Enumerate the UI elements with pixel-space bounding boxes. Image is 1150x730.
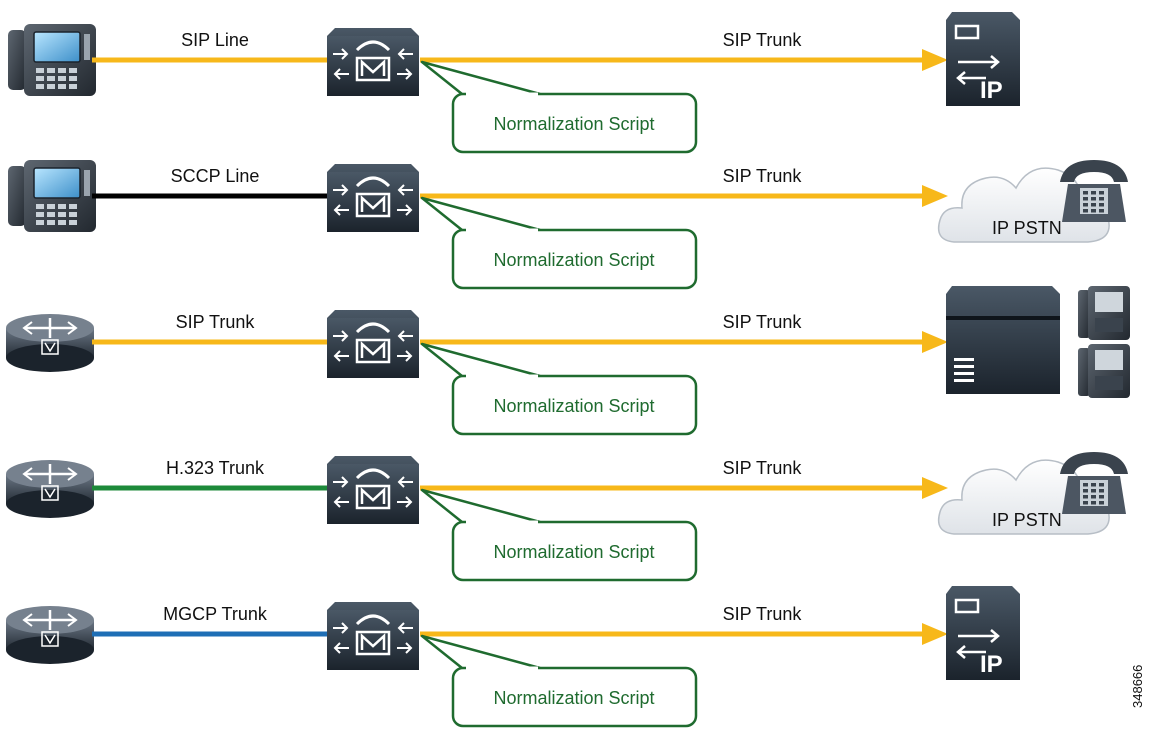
arrowhead bbox=[922, 331, 948, 353]
call-manager-icon bbox=[327, 602, 419, 670]
arrowhead bbox=[922, 185, 948, 207]
cloud-label: IP PSTN bbox=[992, 510, 1062, 530]
voice-router-icon bbox=[6, 314, 94, 372]
call-manager-icon bbox=[327, 456, 419, 524]
sip-proxy-icon: IP bbox=[946, 12, 1020, 106]
right-link-label: SIP Trunk bbox=[723, 30, 803, 50]
normalization-script-callout: Normalization Script bbox=[420, 342, 698, 436]
ip-pstn-cloud-icon: IP PSTN bbox=[937, 452, 1128, 535]
callout-text: Normalization Script bbox=[493, 542, 654, 562]
normalization-script-callout: Normalization Script bbox=[420, 488, 698, 582]
svg-text:IP: IP bbox=[980, 651, 1003, 678]
call-manager-icon bbox=[327, 28, 419, 96]
left-link-label: SIP Line bbox=[181, 30, 249, 50]
normalization-script-callout: Normalization Script bbox=[420, 634, 698, 728]
ip-phone-icon bbox=[8, 160, 96, 232]
callout-text: Normalization Script bbox=[493, 250, 654, 270]
arrowhead bbox=[922, 623, 948, 645]
arrowhead bbox=[922, 477, 948, 499]
left-link-label: SCCP Line bbox=[171, 166, 260, 186]
left-link-label: H.323 Trunk bbox=[166, 458, 265, 478]
cloud-label: IP PSTN bbox=[992, 218, 1062, 238]
right-link-label: SIP Trunk bbox=[723, 604, 803, 624]
right-link-label: SIP Trunk bbox=[723, 166, 803, 186]
callout-text: Normalization Script bbox=[493, 114, 654, 134]
ip-phone-icon bbox=[8, 24, 96, 96]
callout-text: Normalization Script bbox=[493, 688, 654, 708]
left-link-label: MGCP Trunk bbox=[163, 604, 268, 624]
call-manager-icon bbox=[327, 164, 419, 232]
pbx-with-phones-icon bbox=[946, 286, 1130, 398]
normalization-script-callout: Normalization Script bbox=[420, 196, 698, 290]
call-manager-icon bbox=[327, 310, 419, 378]
callout-text: Normalization Script bbox=[493, 396, 654, 416]
sip-proxy-icon: IP bbox=[946, 586, 1020, 680]
svg-text:IP: IP bbox=[980, 77, 1003, 104]
arrowhead bbox=[922, 49, 948, 71]
figure-id: 348666 bbox=[1130, 665, 1145, 708]
ip-pstn-cloud-icon: IP PSTN bbox=[937, 160, 1128, 243]
normalization-script-callout: Normalization Script bbox=[420, 60, 698, 154]
right-link-label: SIP Trunk bbox=[723, 312, 803, 332]
voice-router-icon bbox=[6, 460, 94, 518]
voice-router-icon bbox=[6, 606, 94, 664]
left-link-label: SIP Trunk bbox=[176, 312, 256, 332]
right-link-label: SIP Trunk bbox=[723, 458, 803, 478]
